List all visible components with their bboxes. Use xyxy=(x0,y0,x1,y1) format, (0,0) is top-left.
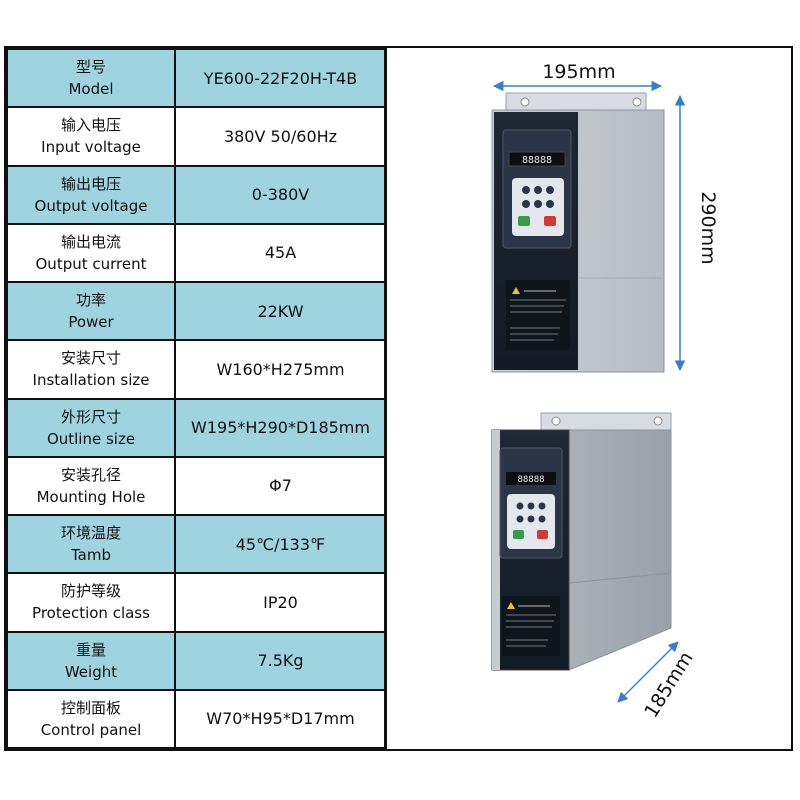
spec-value: 380V 50/60Hz xyxy=(174,106,387,167)
spec-row-outline-size: 外形尺寸 Outline size W195*H290*D185mm xyxy=(6,397,387,458)
spec-key-en: Output voltage xyxy=(34,196,148,215)
spec-value: W70*H95*D17mm xyxy=(174,688,387,750)
spec-value-text: W195*H290*D185mm xyxy=(191,418,370,438)
spec-key: 安装尺寸 Installation size xyxy=(6,339,176,400)
spec-key: 输出电流 Output current xyxy=(6,222,176,284)
spec-key-en: Installation size xyxy=(32,371,150,390)
spec-value-text: 0-380V xyxy=(251,185,310,205)
width-dimension: 195mm xyxy=(492,61,663,92)
column-divider xyxy=(384,48,386,749)
spec-value-text: 45A xyxy=(264,243,297,263)
spec-key-en: Mounting Hole xyxy=(36,487,146,506)
spec-key-en: Protection class xyxy=(32,604,150,623)
spec-key: 环境温度 Tamb xyxy=(6,513,176,575)
spec-key-cn: 安装孔径 xyxy=(60,465,121,484)
spec-value: 0-380V xyxy=(174,164,387,225)
spec-row-tamb: 环境温度 Tamb 45℃/133℉ xyxy=(6,513,387,575)
spec-row-output-current: 输出电流 Output current 45A xyxy=(6,222,387,284)
spec-key-cn: 型号 xyxy=(75,58,106,77)
spec-key-cn: 防护等级 xyxy=(60,582,121,601)
spec-value-text: YE600-22F20H-T4B xyxy=(203,68,358,88)
depth-label: 185mm xyxy=(640,648,697,722)
spec-value: 45A xyxy=(174,222,387,284)
spec-key-cn: 重量 xyxy=(75,640,106,659)
spec-row-model: 型号 Model YE600-22F20H-T4B xyxy=(6,47,387,109)
spec-value: Φ7 xyxy=(174,455,387,517)
spec-key-cn: 环境温度 xyxy=(60,524,121,543)
spec-key-cn: 功率 xyxy=(75,291,106,310)
spec-key-en: Output current xyxy=(35,254,147,273)
spec-key: 输入电压 Input voltage xyxy=(6,106,176,167)
height-label: 290mm xyxy=(697,191,719,264)
spec-key-en: Model xyxy=(68,80,114,99)
spec-key-cn: 外形尺寸 xyxy=(60,407,121,426)
spec-value: 7.5Kg xyxy=(174,630,387,691)
spec-value: W160*H275mm xyxy=(174,339,387,400)
depth-dimension: 185mm xyxy=(617,641,698,722)
spec-key: 安装孔径 Mounting Hole xyxy=(6,455,176,517)
spec-key-en: Power xyxy=(68,313,114,332)
spec-key-cn: 安装尺寸 xyxy=(60,349,121,368)
width-label: 195mm xyxy=(542,61,615,83)
spec-value-text: IP20 xyxy=(263,592,298,612)
spec-row-protection-class: 防护等级 Protection class IP20 xyxy=(6,572,387,633)
spec-key-en: Control panel xyxy=(40,720,142,739)
spec-value-text: 22KW xyxy=(257,301,304,321)
spec-key-en: Outline size xyxy=(46,429,136,448)
spec-value: YE600-22F20H-T4B xyxy=(174,47,387,109)
spec-key-en: Tamb xyxy=(70,546,111,565)
spec-key: 控制面板 Control panel xyxy=(6,688,176,750)
spec-row-power: 功率 Power 22KW xyxy=(6,280,387,342)
spec-row-installation-size: 安装尺寸 Installation size W160*H275mm xyxy=(6,339,387,400)
spec-value: 22KW xyxy=(174,280,387,342)
spec-table: 型号 Model YE600-22F20H-T4B 输入电压 Input volta… xyxy=(6,47,387,750)
spec-sheet-frame: 型号 Model YE600-22F20H-T4B 输入电压 Input volta… xyxy=(4,46,793,751)
svg-text:88888: 88888 xyxy=(517,475,544,485)
spec-value: 45℃/133℉ xyxy=(174,513,387,575)
spec-key: 型号 Model xyxy=(6,47,176,109)
spec-row-output-voltage: 输出电压 Output voltage 0-380V xyxy=(6,164,387,225)
height-dimension: 290mm xyxy=(674,94,719,372)
spec-key: 防护等级 Protection class xyxy=(6,572,176,633)
spec-key: 功率 Power xyxy=(6,280,176,342)
product-illustration: 88888 xyxy=(386,48,791,749)
spec-key-en: Weight xyxy=(64,662,118,681)
spec-key-cn: 输出电压 xyxy=(60,174,121,193)
inverter-front-view: 88888 xyxy=(491,92,665,373)
spec-row-weight: 重量 Weight 7.5Kg xyxy=(6,630,387,691)
spec-value-text: 380V 50/60Hz xyxy=(223,126,338,146)
spec-key-cn: 输出电流 xyxy=(60,232,121,251)
inverter-perspective-view: 88888 xyxy=(491,412,672,671)
spec-row-input-voltage: 输入电压 Input voltage 380V 50/60Hz xyxy=(6,106,387,167)
spec-row-control-panel: 控制面板 Control panel W70*H95*D17mm xyxy=(6,688,387,750)
spec-key-en: Input voltage xyxy=(41,138,141,157)
spec-value-text: 7.5Kg xyxy=(257,651,304,671)
spec-value-text: 45℃/133℉ xyxy=(235,534,326,554)
inverter-drawing: 88888 xyxy=(491,61,719,722)
spec-key: 输出电压 Output voltage xyxy=(6,164,176,225)
spec-key-cn: 输入电压 xyxy=(60,116,121,135)
spec-value-text: W160*H275mm xyxy=(216,359,345,379)
spec-key: 重量 Weight xyxy=(6,630,176,691)
spec-key: 外形尺寸 Outline size xyxy=(6,397,176,458)
spec-key-cn: 控制面板 xyxy=(60,698,121,717)
spec-value-text: W70*H95*D17mm xyxy=(206,709,355,729)
spec-row-mounting-hole: 安装孔径 Mounting Hole Φ7 xyxy=(6,455,387,517)
spec-value-text: Φ7 xyxy=(269,476,292,496)
spec-value: IP20 xyxy=(174,572,387,633)
spec-value: W195*H290*D185mm xyxy=(174,397,387,458)
svg-text:88888: 88888 xyxy=(522,155,552,166)
